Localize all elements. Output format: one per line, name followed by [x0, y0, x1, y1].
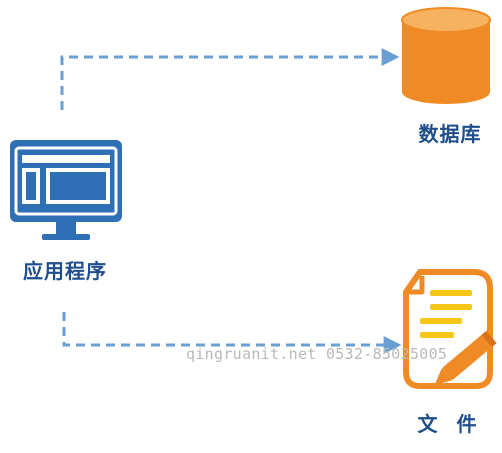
arrow-to-database: [60, 48, 400, 110]
arrow-to-file: [62, 312, 402, 354]
watermark: qingruanit.net 0532-85025005: [186, 345, 448, 363]
monitor-icon: [10, 140, 122, 240]
database-icon: [401, 7, 491, 104]
document-pencil-icon: [403, 269, 497, 389]
database-label: 数据库: [418, 122, 482, 146]
application-label: 应用程序: [23, 259, 107, 283]
file-label: 文 件: [417, 412, 483, 436]
